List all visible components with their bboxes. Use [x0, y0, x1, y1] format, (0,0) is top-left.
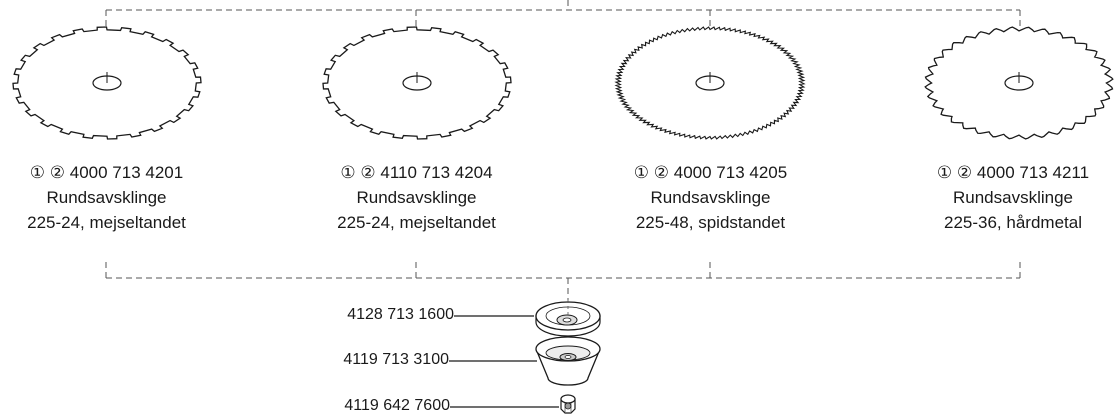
part-number-thrust-plate: 4128 713 1600 [347, 306, 454, 323]
bottom-connector-frame [105, 262, 1021, 300]
saw-blade-icon [322, 26, 512, 140]
blade-label: ① ② 4110 713 4204 Rundsavsklinge 225-24,… [310, 160, 523, 235]
top-connector-frame [105, 0, 1021, 45]
blade-name: Rundsavsklinge [356, 188, 477, 207]
blade-name: Rundsavsklinge [952, 188, 1073, 207]
part-number: 4110 713 4204 [380, 163, 493, 182]
thrust-plate-icon [535, 300, 601, 337]
leader-lines [449, 315, 559, 408]
blade-spec: 225-36, hårdmetal [944, 213, 1082, 232]
blade-spec: 225-48, spidstandet [635, 213, 786, 232]
blade-label: ① ② 4000 713 4201 Rundsavsklinge 225-24,… [0, 160, 213, 235]
callout-marks: ① ② [936, 163, 973, 182]
blade-spec: 225-24, mejseltandet [27, 213, 186, 232]
nut-icon [560, 394, 576, 414]
blade-label: ① ② 4000 713 4205 Rundsavsklinge 225-48,… [604, 160, 817, 235]
blade-label: ① ② 4000 713 4211 Rundsavsklinge 225-36,… [915, 160, 1111, 235]
callout-marks: ① ② [29, 163, 66, 182]
part-number-thrust-cup: 4119 713 3100 [343, 351, 449, 368]
part-number: 4000 713 4211 [976, 163, 1090, 182]
part-number: 4000 713 4205 [673, 163, 788, 182]
saw-blade-icon [12, 26, 202, 140]
saw-blade-icon [924, 26, 1114, 140]
blade-spec: 225-24, mejseltandet [337, 213, 496, 232]
part-number-nut: 4119 642 7600 [344, 397, 450, 414]
thrust-cup-icon [535, 336, 601, 386]
callout-marks: ① ② [633, 163, 670, 182]
saw-blade-icon [614, 26, 806, 140]
callout-marks: ① ② [340, 163, 376, 182]
blade-name: Rundsavsklinge [46, 188, 167, 207]
blade-name: Rundsavsklinge [650, 188, 771, 207]
part-number: 4000 713 4201 [69, 163, 184, 182]
